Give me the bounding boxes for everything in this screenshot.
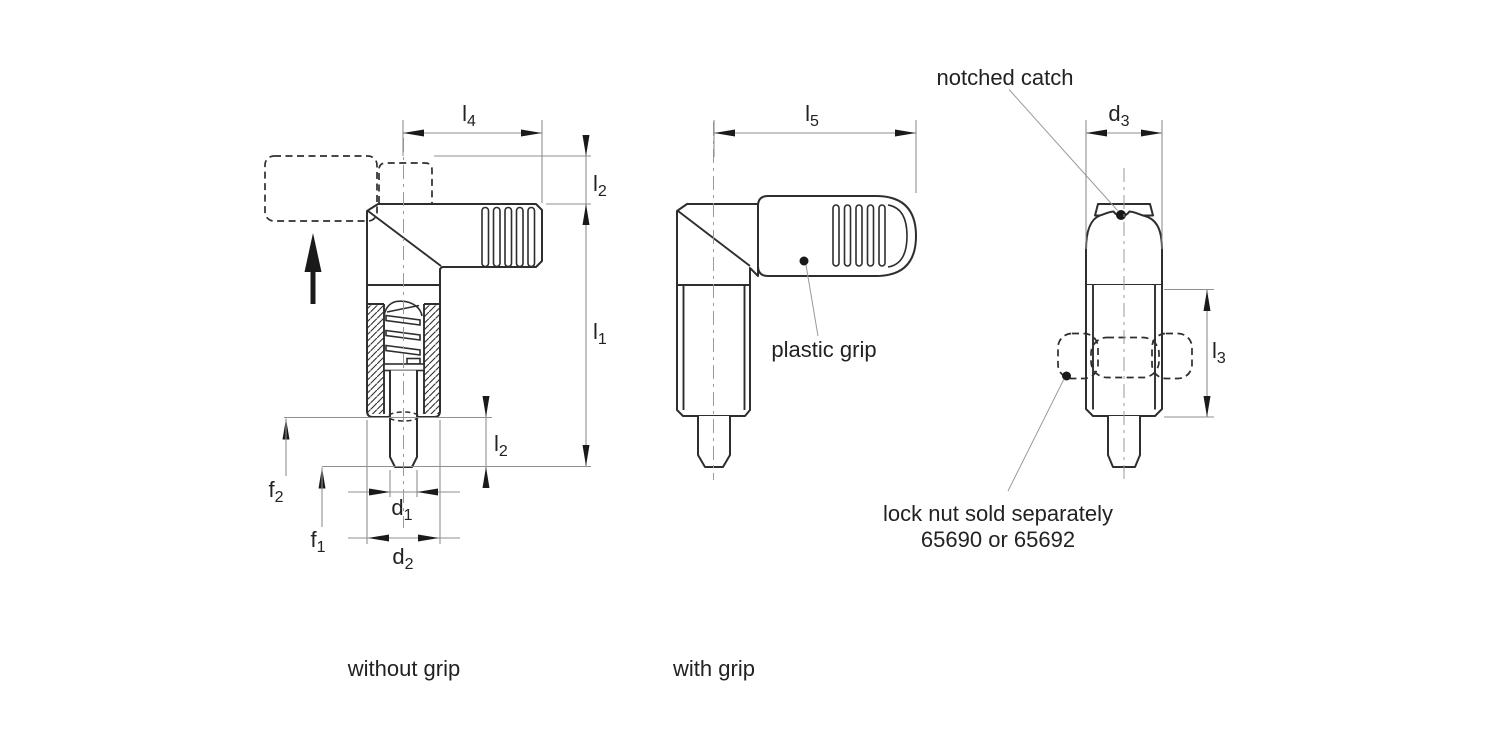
dim-l4: l4 [402, 101, 543, 203]
lock-nut-leader-line [1007, 378, 1065, 492]
plunger-body [676, 203, 759, 417]
hatch-left-wall [368, 305, 384, 414]
dim-l5: l5 [713, 101, 917, 193]
dim-d2: d2 [348, 420, 460, 573]
plastic-grip-handle [757, 195, 917, 277]
notched-catch-leader-line [1008, 89, 1118, 211]
hatch-right-wall [424, 305, 440, 414]
cam-edge [367, 210, 442, 267]
dim-label-l3: l3 [1212, 338, 1226, 367]
plastic-grip-label: plastic grip [771, 337, 876, 362]
thread-relief-lines [682, 285, 746, 410]
caption-without-grip: without grip [347, 656, 461, 681]
dim-label-l4: l4 [462, 101, 476, 130]
pin-exit-hole-dashed [387, 411, 420, 422]
lock-nut-label-line1: lock nut sold separately [883, 501, 1113, 526]
dim-label-l2-pin: l2 [494, 431, 508, 460]
dim-l2-stroke: l2 [434, 135, 607, 466]
dim-label-f2: f2 [268, 477, 283, 506]
dim-label-d2: d2 [392, 544, 413, 573]
grip-endcap-line [887, 204, 908, 268]
grip-leader-dot [799, 256, 809, 266]
grip-ribs [832, 204, 886, 267]
grip-leader-line [805, 264, 819, 337]
bore-wall-edges [367, 303, 440, 414]
sleeve-threads [481, 206, 536, 268]
thread-relief-lines [1092, 285, 1156, 410]
lock-nut-leader-dot [1062, 371, 1071, 381]
notched-catch-dot [1116, 210, 1126, 220]
dim-f1: f1 [310, 467, 326, 556]
dim-label-l2-top: l2 [593, 171, 607, 200]
dim-label-d3: d3 [1108, 101, 1129, 130]
captions: without grip with grip [347, 656, 755, 681]
dim-label-d1: d1 [391, 495, 412, 524]
dim-l1: l1 [582, 319, 607, 466]
notched-catch-label: notched catch [937, 65, 1074, 90]
spring-seat-detail [406, 357, 421, 365]
view-side-locknut: d3 l3 notched catch lock nut sold separa… [883, 65, 1226, 552]
dim-label-l1: l1 [593, 319, 607, 348]
caption-with-grip: with grip [672, 656, 755, 681]
sleeve-raised-dashed [378, 162, 433, 203]
lift-motion-arrow-icon [304, 233, 322, 304]
dim-label-l5: l5 [805, 101, 819, 130]
dim-label-f1: f1 [310, 527, 325, 556]
lock-nut-dashed [1057, 332, 1193, 380]
lock-nut-label-line2: 65690 or 65692 [921, 527, 1075, 552]
dim-l3: l3 [1164, 288, 1226, 418]
view-with-grip: l5 plastic grip [676, 101, 917, 480]
view-without-grip: l4 l2 l1 l2 f2 [264, 101, 607, 573]
dim-f2: f2 [268, 418, 290, 506]
handle-raised-dashed [264, 155, 378, 222]
dim-d3: d3 [1085, 101, 1163, 249]
